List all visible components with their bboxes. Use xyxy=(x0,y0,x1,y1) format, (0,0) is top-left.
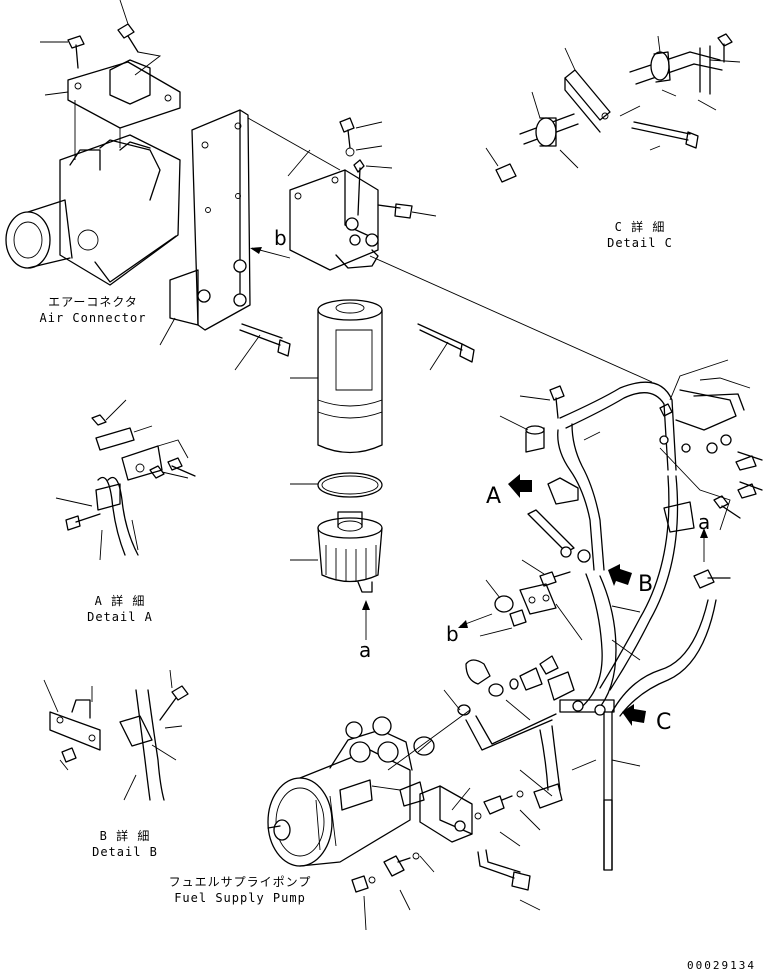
mounting-leader-line xyxy=(247,117,653,383)
hose-clamps xyxy=(527,477,695,716)
hose-top-fittings xyxy=(499,359,763,531)
pump-label-jp: フュエルサプライポンプ xyxy=(168,875,312,889)
filter-head xyxy=(287,149,379,271)
section-arrows xyxy=(508,474,646,726)
filter-head-bolt-long xyxy=(417,323,475,371)
filter-o-ring xyxy=(290,472,383,498)
air-connector-label-jp: エアーコネクタ xyxy=(48,295,138,309)
hose-a-ref-arrow xyxy=(693,528,731,589)
drawing-code: 00029134 xyxy=(687,959,756,972)
filter-ref-label-a: a xyxy=(359,638,372,662)
filter-head-ref-arrow-b xyxy=(250,247,291,259)
fuel-filter-cartridge xyxy=(290,299,383,454)
section-arrow-label-a: A xyxy=(486,484,502,509)
detail-a-label-en: Detail A xyxy=(87,610,153,624)
middle-bracket-parts xyxy=(479,559,583,641)
detail-c-label-jp: C 詳 細 xyxy=(614,220,666,234)
pump-fittings xyxy=(351,790,541,931)
detail-b-label-en: Detail B xyxy=(92,845,158,859)
section-arrow-label-c: C xyxy=(656,710,672,735)
pipe-fitting-stack xyxy=(443,655,597,809)
air-connector-leader-lines xyxy=(74,100,121,160)
detail-b-group xyxy=(43,669,189,801)
plate-bolt xyxy=(234,323,291,371)
detail-c-group xyxy=(485,33,741,183)
bracket-b-ref-arrow xyxy=(458,613,493,628)
air-connector-body xyxy=(5,134,181,286)
air-connector-cover-plate xyxy=(67,59,181,129)
pump-label-en: Fuel Supply Pump xyxy=(174,891,306,905)
section-arrow-label-b: B xyxy=(638,572,654,597)
fuel-supply-pump xyxy=(267,716,435,867)
bracket-ref-label-b: b xyxy=(446,622,459,646)
fuel-hose-assembly xyxy=(557,381,745,717)
filter-ref-arrow-a xyxy=(362,600,370,640)
detail-c-label-en: Detail C xyxy=(607,236,673,250)
hose-ref-label-a: a xyxy=(698,510,711,534)
pump-leader-lines xyxy=(371,709,471,791)
detail-b-label-jp: B 詳 細 xyxy=(99,829,151,843)
detail-a-label-jp: A 詳 細 xyxy=(94,594,146,608)
air-connector-label-en: Air Connector xyxy=(39,311,147,325)
pressure-pipe-vertical xyxy=(603,711,641,871)
water-separator-bowl xyxy=(290,511,383,593)
air-connector-bolts xyxy=(40,0,162,96)
mounting-plate xyxy=(159,109,251,346)
head-ref-label-b: b xyxy=(274,226,287,250)
detail-a-group xyxy=(55,399,196,561)
pump-bracket-block xyxy=(419,785,473,843)
filter-head-bolts xyxy=(339,117,437,219)
